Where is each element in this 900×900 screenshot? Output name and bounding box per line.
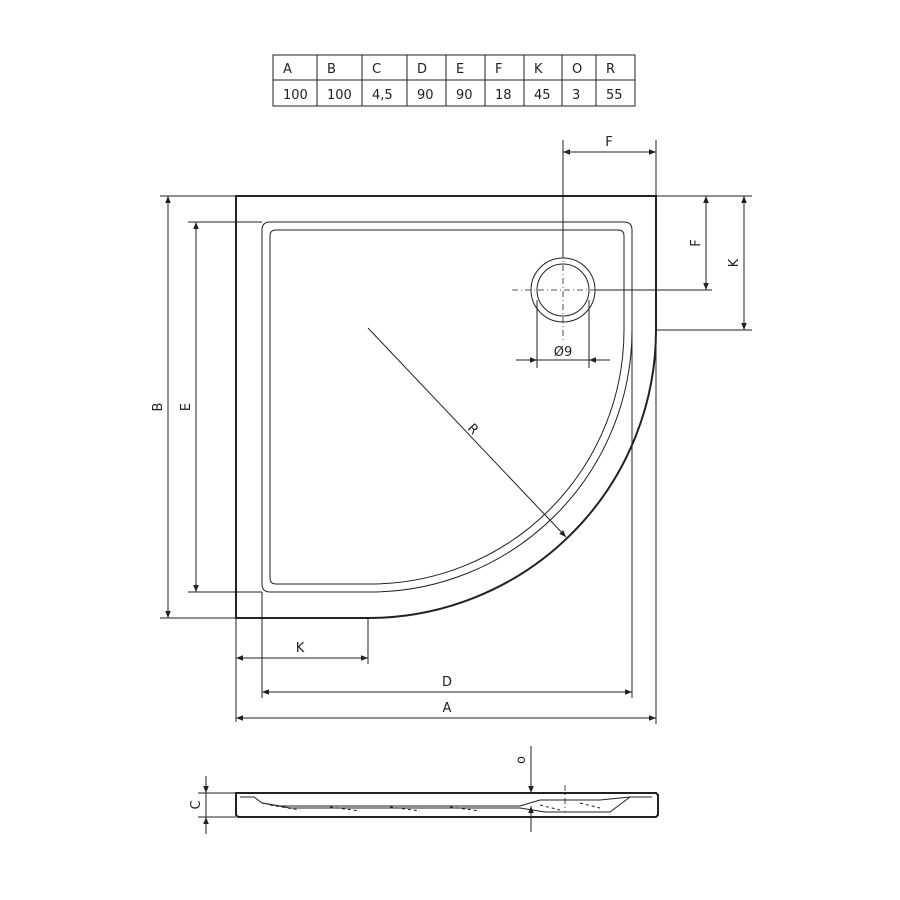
- basin-outer-edge: [261, 221, 633, 593]
- dimension-a: A: [236, 330, 657, 724]
- dimension-b-label: B: [151, 403, 166, 412]
- table-header-cell: F: [495, 62, 502, 77]
- table-header-cell: O: [572, 62, 582, 77]
- table-value-cell: 3: [572, 88, 580, 103]
- table-header-cell: A: [283, 62, 292, 77]
- dimension-table: A B C D E F K O R 100 100 4,5 90 90 18 45 3 55: [272, 54, 636, 107]
- dimension-d-label: D: [442, 675, 452, 690]
- radius-label: R: [464, 421, 481, 438]
- dimension-k-side-label: K: [727, 258, 742, 267]
- plan-view: Ø9 R F F K: [151, 135, 752, 724]
- table-header-cell: K: [534, 62, 543, 77]
- table-value-cell: 90: [417, 88, 434, 103]
- dimension-d: D: [261, 330, 633, 698]
- table-header-cell: E: [456, 62, 464, 77]
- table-value-cell: 18: [495, 88, 512, 103]
- dimension-a-label: A: [443, 701, 452, 716]
- table-value-cell: 4,5: [372, 88, 393, 103]
- dimension-left-side: B E: [151, 195, 262, 619]
- basin-inner-edge: [269, 229, 625, 585]
- table-value-cell: 90: [456, 88, 473, 103]
- drain-diameter-label: Ø9: [554, 345, 573, 360]
- section-view: C o: [189, 746, 659, 834]
- dimension-o: o: [514, 746, 534, 832]
- table-header-cell: R: [606, 62, 615, 77]
- dimension-k-bottom-label: K: [296, 641, 305, 656]
- table-header-cell: B: [327, 62, 336, 77]
- dimension-o-label: o: [514, 756, 529, 764]
- dimension-right-side: F K: [596, 195, 752, 331]
- table-value-cell: 100: [283, 88, 308, 103]
- dimension-f-top-label: F: [605, 135, 612, 150]
- dimension-e-label: E: [179, 403, 194, 411]
- dimension-f-side-label: F: [689, 239, 704, 246]
- section-profile: [235, 792, 659, 818]
- drain-diameter-dimension: Ø9: [516, 300, 610, 368]
- tray-outer-outline: [235, 195, 657, 619]
- dimension-c-label: C: [189, 800, 204, 809]
- dimension-k-bottom: K: [235, 618, 369, 722]
- table-header-cell: D: [417, 62, 427, 77]
- table-value-cell: 55: [606, 88, 623, 103]
- table-value-cell: 45: [534, 88, 551, 103]
- dimension-f-top: F: [562, 135, 657, 258]
- table-value-cell: 100: [327, 88, 352, 103]
- table-header-cell: C: [372, 62, 381, 77]
- dimension-c: C: [189, 776, 236, 834]
- radius-dimension: R: [367, 327, 567, 538]
